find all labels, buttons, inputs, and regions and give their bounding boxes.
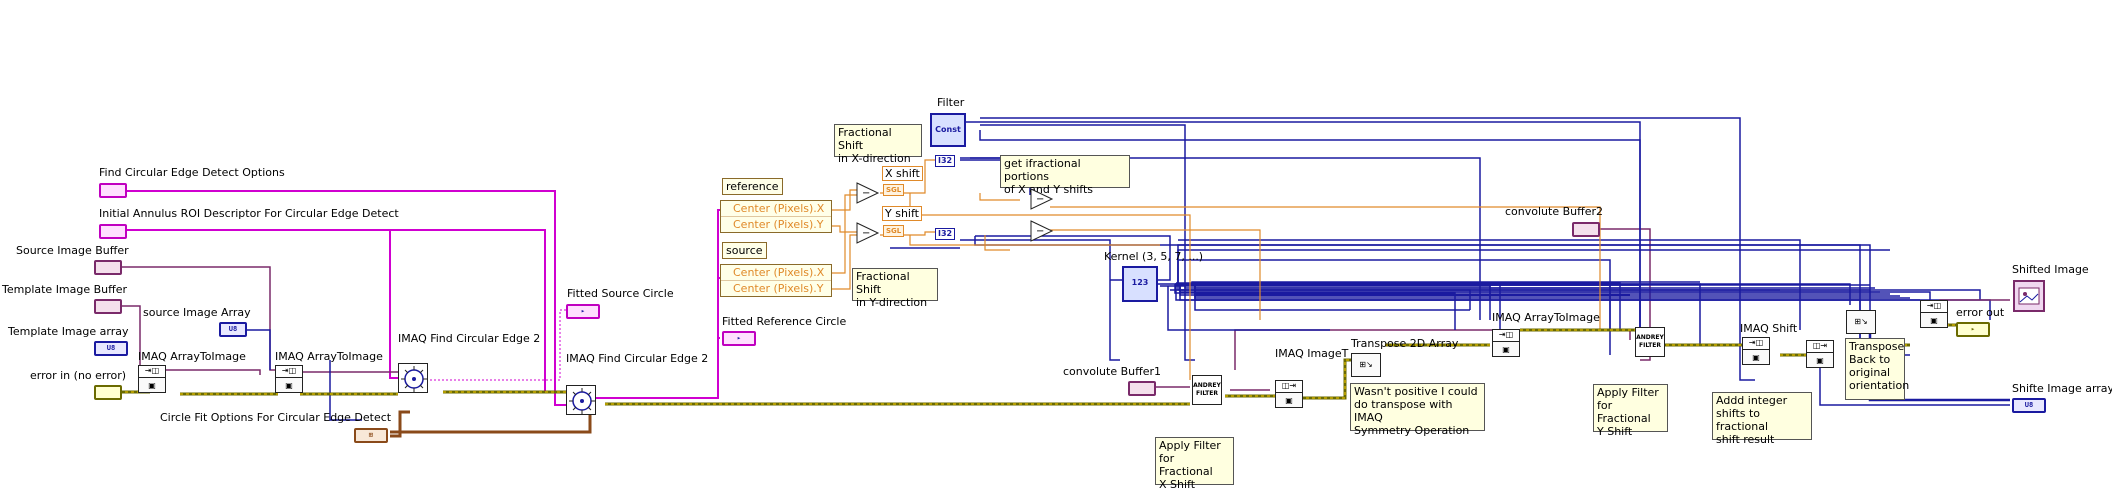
note-get-fractional: get ifractional portions of X and Y shif… (1000, 155, 1130, 196)
image-display-icon (2018, 287, 2040, 305)
imaq-array-to-image-4[interactable]: ⇥◫▣ (1920, 300, 1948, 328)
label-imaq-shift: IMAQ Shift (1740, 322, 1798, 335)
label-x-shift: X shift (882, 166, 923, 181)
wire-ref-x (830, 189, 860, 211)
fractional-y-node[interactable]: − (1030, 220, 1054, 242)
label-convolute-buffer1: convolute Buffer1 (1063, 365, 1161, 378)
subtract-y-node[interactable]: − (856, 222, 880, 244)
label-find-edge-2: IMAQ Find Circular Edge 2 (566, 352, 709, 365)
note-transpose-back: Transpose Back to original orientation (1845, 338, 1909, 400)
label-annulus: Initial Annulus ROI Descriptor For Circu… (99, 207, 399, 220)
fitted-reference-indicator[interactable]: ▸ (722, 331, 756, 346)
shifted-image-indicator[interactable] (2013, 280, 2045, 312)
label-y-shift: Y shift (882, 206, 922, 221)
transpose-back-node[interactable]: ⊞↘ (1846, 310, 1876, 334)
label-kernel: Kernel (3, 5, 7, ...) (1104, 250, 1204, 263)
error-out-indicator[interactable]: ▸ (1956, 322, 1990, 337)
label-source-buffer: Source Image Buffer (16, 244, 129, 257)
andrey-filter-y[interactable]: ANDREY FILTER (1635, 327, 1665, 357)
label-circle-fit: Circle Fit Options For Circular Edge Det… (160, 411, 392, 424)
template-buffer-control[interactable] (94, 299, 122, 314)
label-a2i-1: IMAQ ArrayToImage (138, 350, 246, 363)
label-reference: reference (722, 178, 783, 195)
note-fractional-y: Fractional Shift in Y-direction (852, 268, 938, 309)
label-shifted-image: Shifted Image (2012, 263, 2089, 276)
label-shifted-image-array: Shifte Image array (2012, 382, 2112, 395)
svg-text:−: − (862, 188, 870, 199)
svg-text:−: − (1036, 226, 1044, 237)
imaq-array-to-image-3[interactable]: ⇥◫▣ (1492, 329, 1520, 357)
fitted-source-indicator[interactable]: ▸ (566, 304, 600, 319)
shifted-image-array-indicator[interactable]: U8 (2012, 398, 2046, 413)
note-apply-filter-x: Apply Filter for Fractional X Shift (1155, 437, 1234, 491)
template-array-control[interactable]: U8 (94, 341, 128, 356)
label-fitted-reference: Fitted Reference Circle (722, 315, 847, 328)
imaq-image-to-array[interactable]: ◫⇥▣ (1275, 380, 1303, 408)
label-a2i-2: IMAQ ArrayToImage (275, 350, 383, 363)
subtract-x-node[interactable]: − (856, 182, 880, 204)
transpose-node[interactable]: ⊞↘ (1351, 353, 1381, 377)
ref-center-x: Center (Pixels).X (733, 202, 825, 215)
convolute-buffer1-control[interactable] (1128, 381, 1156, 396)
imaq-array-to-image-2[interactable]: ⇥◫▣ (275, 365, 303, 393)
label-error-out: error out (1956, 306, 2005, 319)
label-source: source (722, 242, 767, 259)
source-array-control[interactable]: U8 (219, 322, 247, 337)
unbundle-source[interactable]: Center (Pixels).X Center (Pixels).Y (720, 264, 832, 297)
label-source-array: source Image Array (143, 306, 251, 319)
label-transpose: Transpose 2D Array (1351, 337, 1459, 350)
to-i32-x[interactable]: I32 (935, 155, 956, 167)
imaq-find-circular-edge-1[interactable] (398, 363, 428, 393)
y-shift-indicator[interactable]: SGL (883, 225, 905, 237)
find-options-control[interactable] (99, 183, 127, 198)
unbundle-reference[interactable]: Center (Pixels).X Center (Pixels).Y (720, 200, 832, 233)
convolute-buffer2-control[interactable] (1572, 222, 1600, 237)
error-in-control[interactable] (94, 385, 122, 400)
wire-circle-out (583, 209, 728, 399)
source-buffer-control[interactable] (94, 260, 122, 275)
circle-edge-icon (401, 366, 427, 392)
annulus-control[interactable] (99, 224, 127, 239)
note-apply-filter-y: Apply Filter for Fractional Y Shift (1593, 384, 1668, 438)
ref-center-y: Center (Pixels).Y (721, 216, 831, 232)
note-add-integer: Addd integer shifts to fractional shift … (1712, 392, 1812, 446)
label-fitted-source: Fitted Source Circle (567, 287, 674, 300)
note-fractional-x: Fractional Shift in X-direction (834, 124, 922, 165)
imaq-shift[interactable]: ⇥◫▣ (1742, 337, 1770, 365)
label-find-edge-1: IMAQ Find Circular Edge 2 (398, 332, 541, 345)
fractional-x-node[interactable]: − (1030, 188, 1054, 210)
imaq-array-to-image-1[interactable]: ⇥◫▣ (138, 365, 166, 393)
circle-edge-icon (569, 388, 595, 414)
wire-find-options (113, 190, 583, 406)
label-template-array: Template Image array (8, 325, 129, 338)
wire-annulus (113, 229, 398, 379)
kernel-control[interactable]: 123 (1122, 266, 1158, 302)
svg-text:−: − (862, 228, 870, 239)
filter-control[interactable]: Const (930, 113, 966, 147)
label-template-buffer: Template Image Buffer (2, 283, 128, 296)
label-find-options: Find Circular Edge Detect Options (99, 166, 285, 179)
circle-fit-control[interactable]: ⊞ (354, 428, 388, 443)
wire-source-buffer (121, 266, 278, 371)
label-imaq-image-t: IMAQ ImageT (1275, 347, 1349, 360)
x-shift-indicator[interactable]: SGL (883, 184, 905, 196)
wire-filter (980, 117, 1755, 381)
andrey-filter-x[interactable]: ANDREY FILTER (1192, 375, 1222, 405)
src-center-x: Center (Pixels).X (733, 266, 825, 279)
svg-text:−: − (1036, 194, 1044, 205)
src-center-y: Center (Pixels).Y (721, 280, 831, 296)
label-filter: Filter (937, 96, 965, 109)
label-a2i-3: IMAQ ArrayToImage (1492, 311, 1600, 324)
label-error-in: error in (no error) (30, 369, 127, 382)
imaq-find-circular-edge-2[interactable] (566, 385, 596, 415)
note-transpose: Wasn't positive I could do transpose wit… (1350, 383, 1485, 437)
imaq-image-to-array-2[interactable]: ◫⇥▣ (1806, 340, 1834, 368)
label-convolute-buffer2: convolute Buffer2 (1505, 205, 1603, 218)
to-i32-y[interactable]: I32 (935, 228, 956, 240)
